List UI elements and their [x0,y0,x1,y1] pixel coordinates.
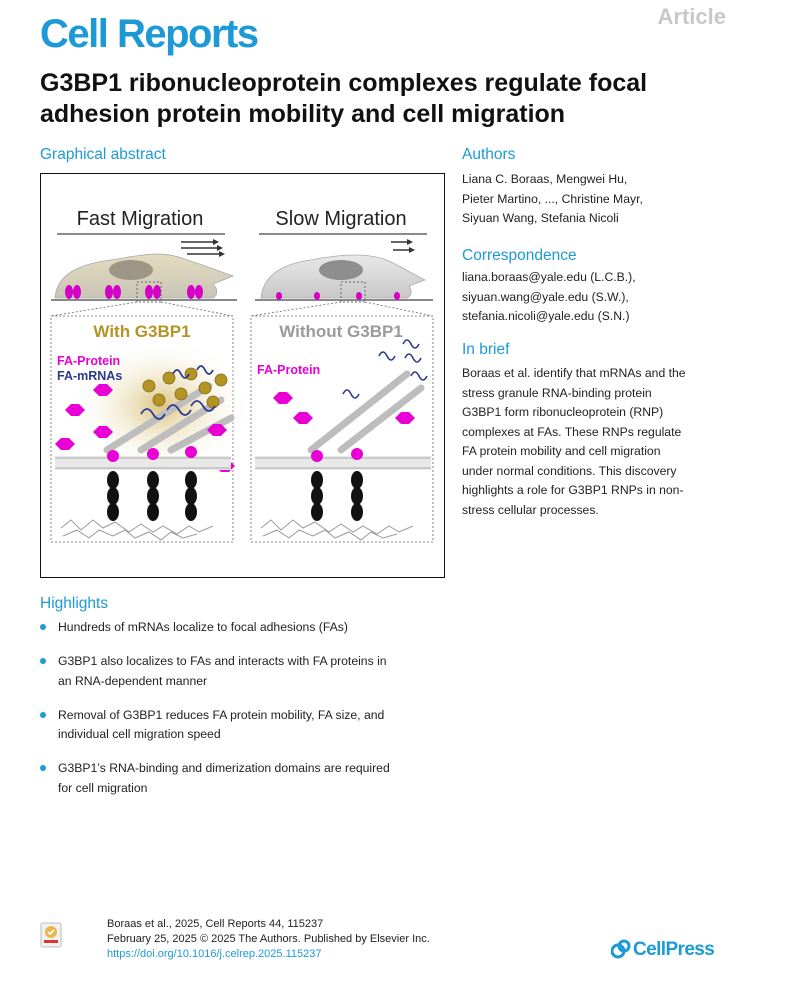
bullet-icon [40,765,46,771]
in-brief-line: Boraas et al. identify that mRNAs and th… [462,366,686,380]
without-g3bp1-label: Without G3BP1 [279,322,403,341]
citation-block: Boraas et al., 2025, Cell Reports 44, 11… [107,917,430,962]
citation-line: Boraas et al., 2025, Cell Reports 44, 11… [107,918,324,930]
membrane-right [255,456,431,470]
in-brief-line: highlights a role for G3BP1 RNPs in non- [462,483,684,497]
in-brief-line: under normal conditions. This discovery [462,463,677,478]
author-line: Siyuan Wang, Stefania Nicoli [462,211,619,225]
graphical-abstract-heading: Graphical abstract [40,146,166,163]
in-brief-line: G3BP1 form ribonucleoprotein (RNP) [462,405,664,419]
authors-list: Liana C. Boraas, Mengwei Hu, Pieter Mart… [462,170,643,229]
with-g3bp1-label: With G3BP1 [93,322,190,341]
email-link[interactable]: stefania.nicoli@yale.edu (S.N.) [462,309,630,323]
copyright-line: February 25, 2025 © 2025 The Authors. Pu… [107,933,430,945]
correspondence-heading: Correspondence [462,247,577,264]
highlights-heading: Highlights [40,595,109,612]
in-brief-line: FA protein mobility and cell migration [462,444,661,458]
in-brief-heading: In brief [462,341,510,358]
highlight-item: G3BP1 also localizes to FAs and interact… [40,652,460,691]
author-line: Liana C. Boraas, Mengwei Hu, [462,172,628,186]
cellpress-mark-icon [610,939,631,965]
without-g3bp1-panel: Without G3BP1 FA-Protein [255,322,431,541]
publisher-name: CellPress [633,939,715,960]
slow-migration-title: Slow Migration [275,208,406,230]
in-brief-line: complexes at FAs. These RNPs regulate [462,424,682,439]
fa-protein-label-left: FA-Protein [57,354,120,368]
in-brief-line: stress cellular processes. [462,502,599,517]
author-line: Pieter Martino, ..., Christine Mayr, [462,191,643,206]
crossmark-icon[interactable] [40,922,62,948]
bullet-icon [40,658,46,664]
bullet-icon [40,624,46,630]
cellpress-logo[interactable]: CellPress [610,939,715,965]
fa-mrna-label: FA-mRNAs [57,369,122,383]
article-type-label: Article [657,4,726,29]
highlight-item: G3BP1’s RNA-binding and dimerization dom… [40,759,460,798]
membrane-left [55,456,231,470]
correspondence-list: liana.boraas@yale.edu (L.C.B.), siyuan.w… [462,268,636,327]
bullet-icon [40,711,46,718]
graphical-abstract-figure: Fast Migration Slow Migration [50,208,434,543]
graphical-abstract: Fast Migration Slow Migration [40,173,445,578]
highlight-item: Hundreds of mRNAs localize to focal adhe… [40,618,460,638]
in-brief-line: stress granule RNA-binding protein [462,385,652,400]
migrating-cell-left [51,239,237,303]
email-link[interactable]: liana.boraas@yale.edu (L.C.B.), [462,270,636,284]
in-brief-text: Boraas et al. identify that mRNAs and th… [462,364,686,520]
migrating-cell-right [255,239,433,303]
email-link[interactable]: siyuan.wang@yale.edu (S.W.), [462,289,629,304]
article-title: G3BP1 ribonucleoprotein complexes regula… [40,69,648,128]
authors-heading: Authors [462,146,516,163]
with-g3bp1-panel: With G3BP1 FA-Protein FA-mRNAs [55,322,253,541]
highlight-item: Removal of G3BP1 reduces FA protein mobi… [40,706,460,745]
journal-name: Cell Reports [40,12,259,56]
fast-migration-title: Fast Migration [77,208,204,230]
highlights-list: Hundreds of mRNAs localize to focal adhe… [40,618,460,813]
doi-link[interactable]: https://doi.org/10.1016/j.celrep.2025.11… [107,948,322,960]
fa-protein-label-right: FA-Protein [257,363,320,377]
